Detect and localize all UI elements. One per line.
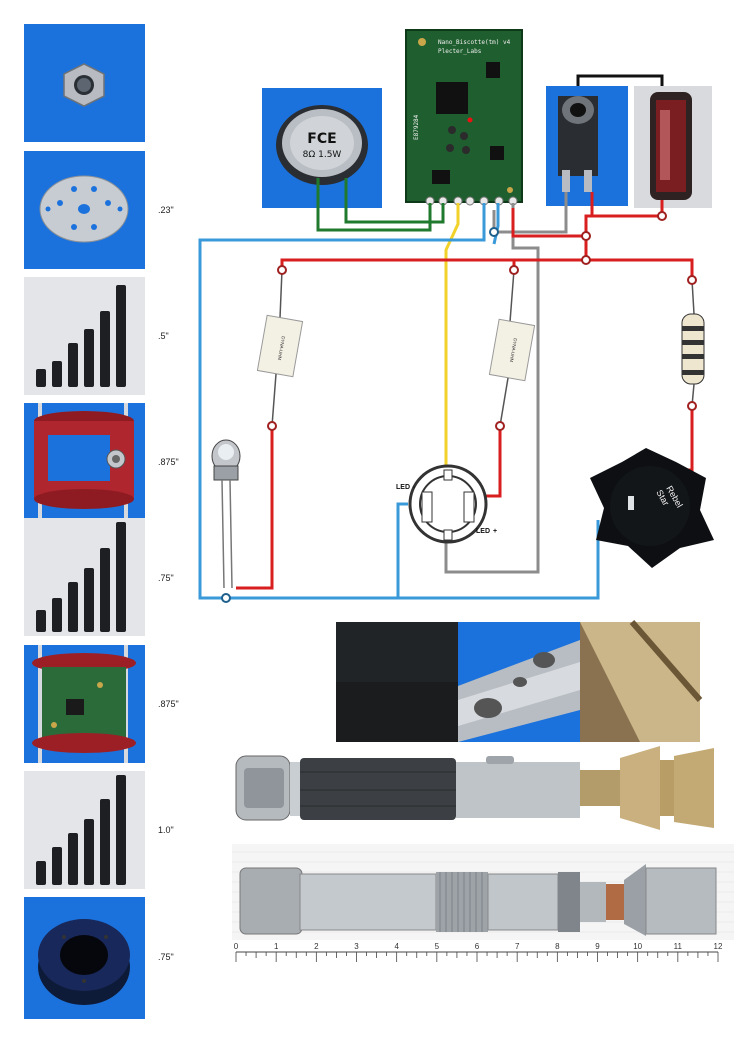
dimension-label: .75" [158,952,174,962]
dimension-label: .875" [158,699,179,709]
minus-sign: - [413,484,416,491]
ruler-label: 7 [515,942,520,951]
black-wire [576,74,664,86]
led-wire [680,406,694,472]
dimension-label: .75" [158,573,174,583]
switch-common-wire [444,203,540,574]
speaker-spec: 8Ω 1.5W [303,150,342,160]
star-led: Rebel Star [590,448,714,568]
switch-led-wire [486,426,502,498]
red-board-holder-photo [24,645,145,763]
ruler-label: 5 [435,942,440,951]
switch-led-minus-label: LED [396,484,410,491]
resistor-print: DYNA-UHM [277,336,286,361]
ruler-label: 11 [674,942,683,951]
material-swatch-brass [580,620,703,742]
hex-nut-photo [24,24,145,142]
recharge-wire [492,192,568,234]
dimension-label: .5" [158,331,169,341]
standoffs-short-photo [24,277,145,395]
activation-switch: LED - LED + [396,464,497,544]
board-maker: Plecter_Labs [438,48,482,55]
indicator-wire [236,426,274,590]
ruler-label: 12 [714,942,723,951]
resistor-middle: DYNA-UHM [488,269,536,427]
ruler-label: 4 [394,942,399,951]
switch-ground-wire [396,502,408,598]
ruler-label: 6 [475,942,480,951]
blade-plug-disc-photo [24,151,145,269]
ruler-label: 9 [595,942,600,951]
speaker-wire [316,178,432,232]
ruler-label: 10 [633,942,642,951]
indicator-led [211,439,241,589]
black-end-ring-photo [24,897,145,1019]
resistor-right [681,279,705,407]
resistor-print: DYNA-UHM [509,338,518,363]
speaker-photo: FCE 8Ω 1.5W [262,88,382,208]
speaker-wire [344,178,445,224]
recharge-port-photo [546,86,628,206]
power-wire [280,258,586,270]
hilt-cutaway [232,844,734,940]
board-name: Nano_Biscotte(tm) v4 [438,39,511,46]
plus-sign: + [493,528,497,535]
sound-board-photo: Nano_Biscotte(tm) v4 Plecter_Labs E87928… [405,29,523,206]
ruler-label: 2 [314,942,319,951]
material-swatch-aluminum [458,622,580,742]
ruler-label: 8 [555,942,560,951]
standoffs-long-photo [24,771,145,889]
standoffs-medium-photo [24,518,145,636]
dimension-label: .875" [158,457,179,467]
ground-wire [492,203,500,245]
ground-wire [226,520,600,600]
ruler-label: 1 [274,942,279,951]
resistor-left: DYNA-UHM [256,269,304,427]
hilt-render [235,746,714,830]
battery-photo [634,86,712,208]
ruler-label: 0 [234,942,239,951]
speaker-brand: FCE [307,131,336,147]
board-serial: E879284 [413,114,420,140]
ground-wire [198,203,486,600]
switch-led-plus-label: LED [476,528,490,535]
dimension-label: 1.0" [158,825,174,835]
material-swatch-black [336,622,458,742]
red-switch-holder-photo [24,403,145,521]
switch-signal-wire [444,203,460,470]
ruler-label: 3 [354,942,359,951]
power-wire [584,236,694,280]
dimension-label: .23" [158,205,174,215]
